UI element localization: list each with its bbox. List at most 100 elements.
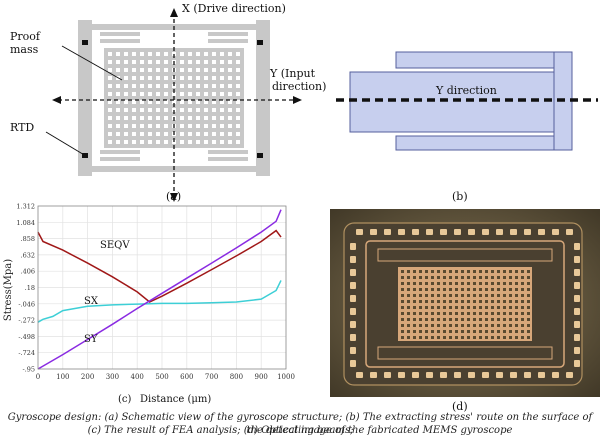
etch-hole — [419, 318, 422, 321]
etch-hole — [148, 92, 152, 96]
etch-hole — [521, 312, 524, 315]
etch-hole — [425, 330, 428, 333]
etch-hole — [479, 276, 482, 279]
etch-hole — [479, 294, 482, 297]
x-tick-label: 600 — [180, 373, 193, 381]
etch-hole — [196, 76, 200, 80]
proof-mass-image — [365, 240, 565, 368]
etch-hole — [509, 300, 512, 303]
proof-mass-pointer — [61, 45, 123, 81]
etch-hole — [437, 276, 440, 279]
rtd-sensors — [82, 40, 263, 158]
etch-hole — [443, 324, 446, 327]
etch-hole — [467, 270, 470, 273]
etch-hole — [156, 52, 160, 56]
x-tick-label: 800 — [230, 373, 243, 381]
etch-hole — [413, 294, 416, 297]
etch-hole — [467, 324, 470, 327]
rtd-label: RTD — [10, 121, 35, 134]
etch-hole — [196, 68, 200, 72]
etch-hole — [413, 330, 416, 333]
x-tick-label: 500 — [155, 373, 168, 381]
y-tick-label: .632 — [21, 251, 35, 259]
etch-hole — [132, 84, 136, 88]
etch-hole — [236, 132, 240, 136]
etch-hole — [407, 300, 410, 303]
etch-hole — [236, 52, 240, 56]
y-axis-arrow — [52, 96, 302, 104]
etch-hole — [196, 100, 200, 104]
bond-pad — [574, 334, 580, 341]
etch-hole — [204, 100, 208, 104]
etch-hole — [431, 324, 434, 327]
etch-hole — [132, 92, 136, 96]
etch-hole — [228, 92, 232, 96]
etch-hole — [220, 52, 224, 56]
etch-hole — [188, 140, 192, 144]
bond-pad — [574, 347, 580, 354]
etch-hole — [515, 336, 518, 339]
etch-hole — [220, 116, 224, 120]
etch-hole — [228, 76, 232, 80]
etch-hole — [108, 108, 112, 112]
stress-route-diagram — [336, 51, 598, 151]
etch-hole — [503, 288, 506, 291]
etch-hole — [467, 306, 470, 309]
etch-hole — [509, 306, 512, 309]
bond-pads — [350, 229, 580, 378]
panel-a-label: (a) — [166, 190, 182, 203]
bond-pad — [384, 229, 391, 235]
spring-beam — [208, 32, 248, 36]
etch-hole — [124, 132, 128, 136]
etch-hole — [148, 68, 152, 72]
bond-pad — [510, 372, 517, 378]
etch-hole — [485, 306, 488, 309]
etch-hole — [236, 108, 240, 112]
etch-hole — [196, 116, 200, 120]
bond-pad — [552, 229, 559, 235]
etch-hole — [407, 288, 410, 291]
bond-pad — [350, 347, 356, 354]
etch-hole — [132, 100, 136, 104]
etch-hole — [212, 108, 216, 112]
right-frame-rail — [256, 20, 270, 176]
etch-hole — [455, 312, 458, 315]
etch-hole — [437, 294, 440, 297]
etch-hole — [449, 288, 452, 291]
etch-hole — [527, 288, 530, 291]
etch-hole — [503, 276, 506, 279]
etch-hole — [485, 276, 488, 279]
etch-hole — [116, 132, 120, 136]
etch-hole — [228, 100, 232, 104]
etch-hole — [132, 108, 136, 112]
bond-pad — [356, 229, 363, 235]
bond-pad — [350, 321, 356, 328]
etch-hole — [413, 318, 416, 321]
etch-hole — [503, 336, 506, 339]
x-tick-label: 300 — [106, 373, 119, 381]
etch-hole — [413, 300, 416, 303]
etch-hole — [108, 116, 112, 120]
etch-hole — [164, 124, 168, 128]
etch-hole — [140, 132, 144, 136]
etch-hole — [425, 306, 428, 309]
etch-hole — [140, 68, 144, 72]
etch-hole — [413, 270, 416, 273]
spring-beam — [208, 157, 248, 161]
etch-hole — [431, 300, 434, 303]
etch-hole — [401, 312, 404, 315]
etch-hole — [491, 294, 494, 297]
etch-hole — [515, 276, 518, 279]
etch-hole — [212, 60, 216, 64]
etch-hole — [188, 124, 192, 128]
etch-hole — [443, 330, 446, 333]
bond-pad — [574, 256, 580, 263]
etch-hole — [148, 116, 152, 120]
series-label-sy: SY — [84, 334, 98, 345]
etch-hole — [467, 330, 470, 333]
etch-hole — [515, 288, 518, 291]
etch-hole — [407, 294, 410, 297]
etch-hole — [220, 60, 224, 64]
etch-hole — [443, 294, 446, 297]
etch-hole — [491, 306, 494, 309]
